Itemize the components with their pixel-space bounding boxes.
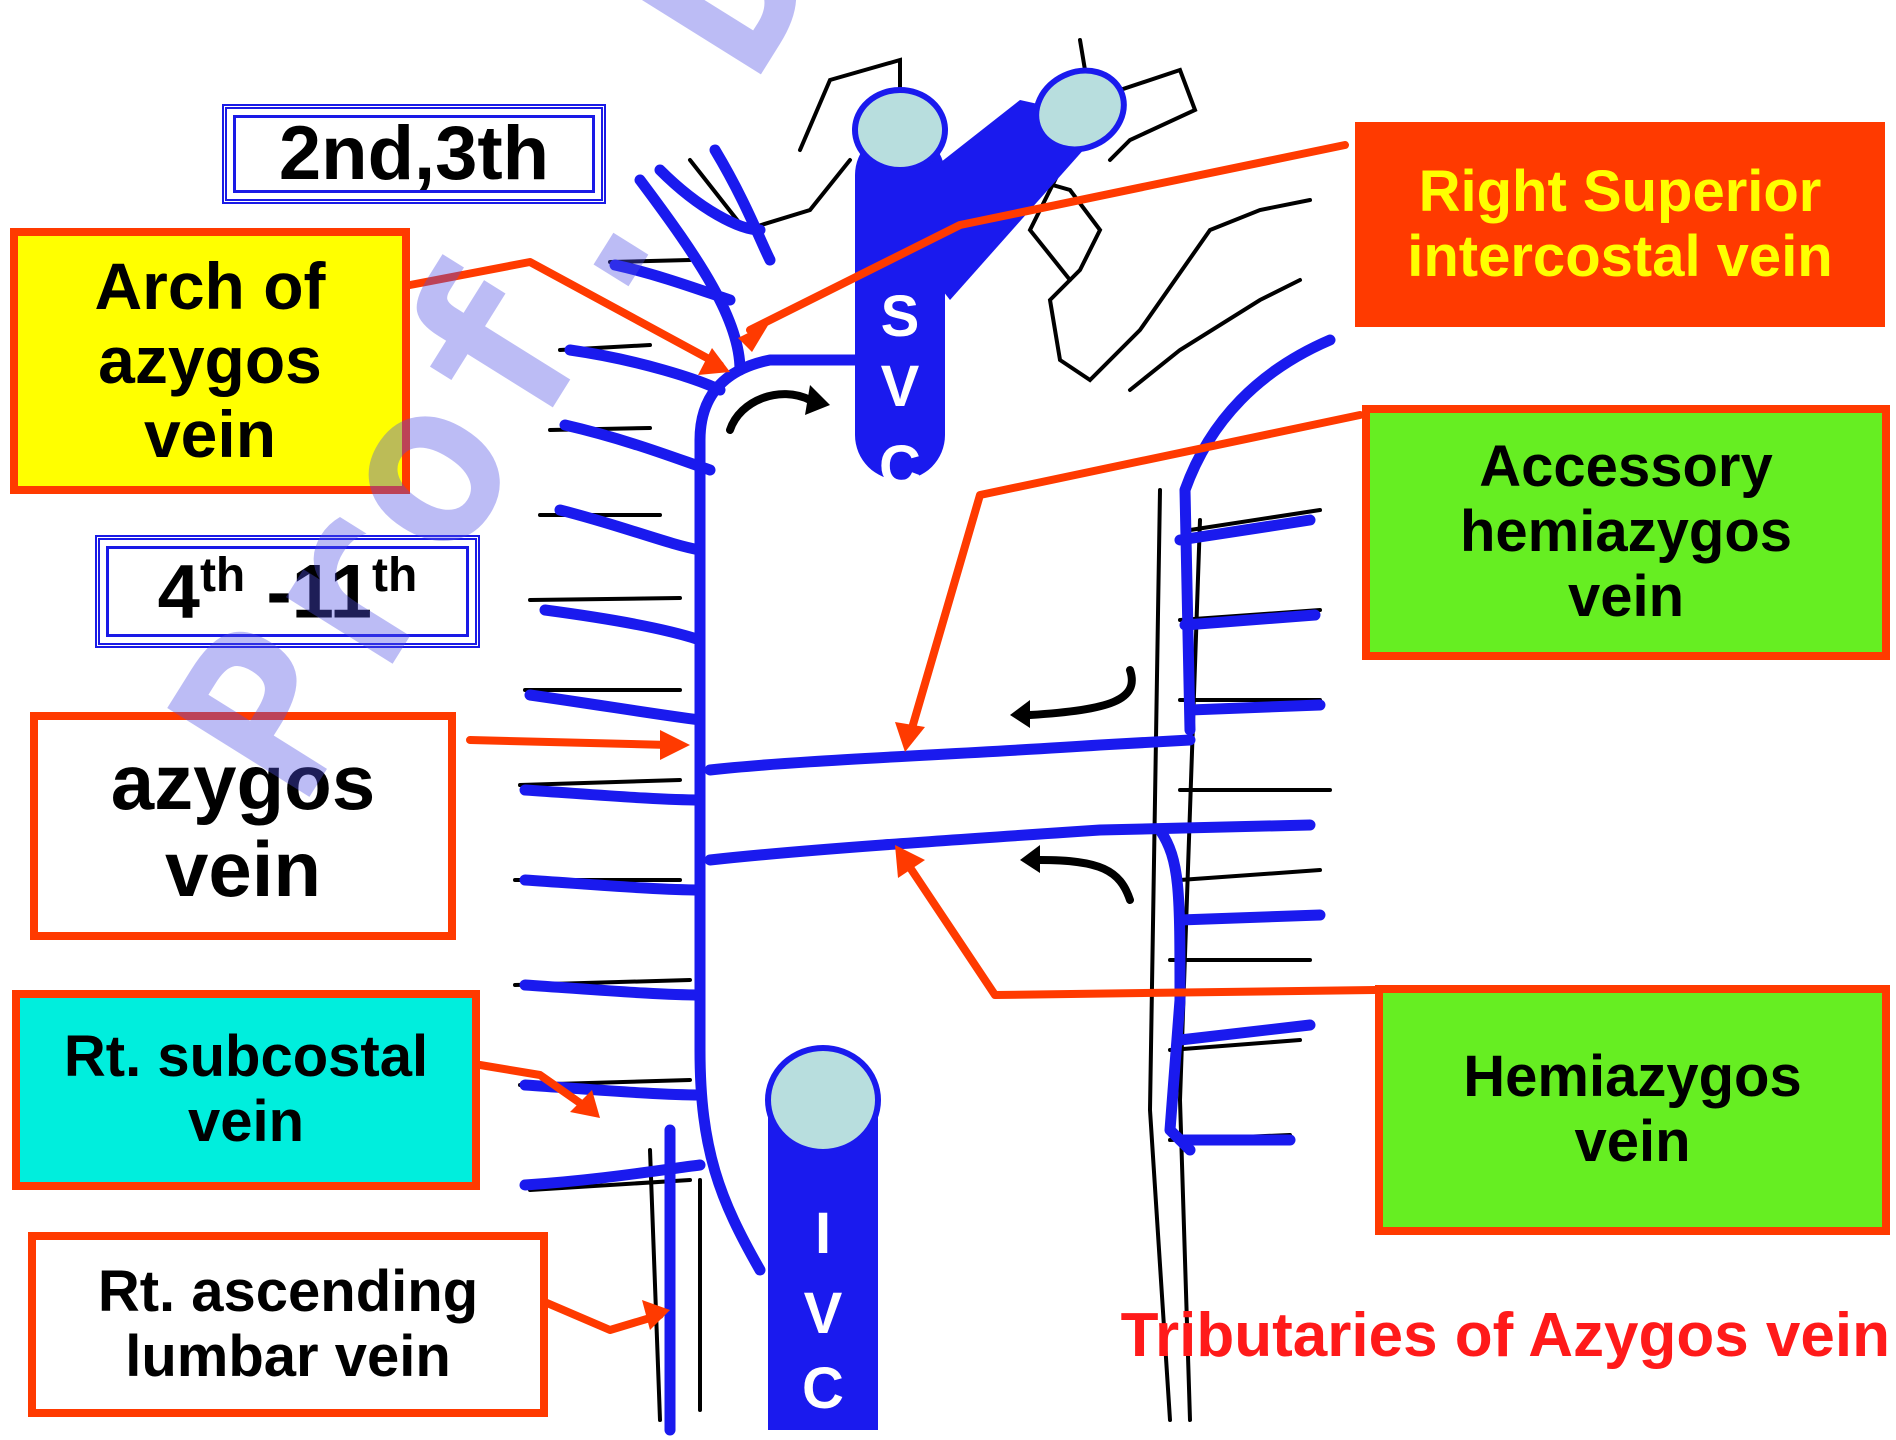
label-rt-subcostal: Rt. subcostal vein	[12, 990, 480, 1190]
flow-arrows	[730, 394, 1132, 900]
svc-letter-s: S	[870, 288, 930, 346]
svc-letter-c: C	[870, 438, 930, 496]
azygos-pointer	[470, 740, 670, 745]
accessory-pointer	[910, 415, 1360, 735]
label-right-superior-intercostal: Right Superior intercostal vein	[1355, 122, 1885, 327]
ivc-letter-c: C	[793, 1360, 853, 1418]
label-accessory-hemiazygos: Accessory hemiazygos vein	[1362, 405, 1890, 660]
label-azygos-vein: azygos vein	[30, 712, 456, 940]
lumbar-pointer	[540, 1300, 660, 1330]
ivc-letter-v: V	[793, 1285, 853, 1343]
label-ribs-lower: 4th -11th	[95, 535, 480, 648]
hemiazygos-pointer	[905, 860, 1375, 995]
label-ribs-upper: 2nd,3th	[222, 104, 606, 204]
svc-letter-v: V	[870, 358, 930, 416]
ivc-letter-i: I	[793, 1205, 853, 1263]
label-hemiazygos: Hemiazygos vein	[1375, 985, 1890, 1235]
label-rt-ascending-lumbar: Rt. ascending lumbar vein	[28, 1232, 548, 1417]
diagram-title: Tributaries of Azygos vein	[1010, 1300, 1890, 1371]
hemiazygos-connection	[710, 825, 1310, 860]
accessory-connection	[710, 740, 1190, 770]
label-arch-of-azygos: Arch of azygos vein	[10, 228, 410, 494]
